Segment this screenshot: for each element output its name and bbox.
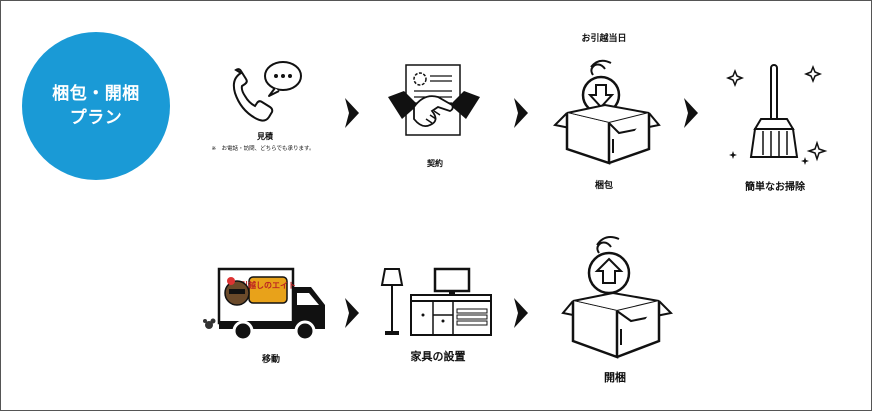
flow-arrow-icon — [514, 98, 528, 128]
cleaning-label: 簡単なお掃除 — [745, 182, 805, 193]
box-down-arrow-icon — [553, 53, 663, 165]
phone-chat-icon — [227, 59, 305, 125]
moving-day-caption: お引越当日 — [581, 34, 627, 44]
truck-sign-text: 引越しのエイト — [240, 280, 296, 290]
unpacking-label: 開梱 — [604, 371, 626, 384]
truck-icon: 引越しのエイト — [201, 267, 329, 343]
transport-label: 移動 — [261, 355, 281, 365]
plan-title-badge: 梱包・開梱 プラン — [22, 32, 170, 180]
plan-title-line2: プラン — [69, 108, 123, 128]
flow-arrow-icon — [345, 98, 359, 128]
estimate-label: 見積 — [257, 132, 273, 141]
box-up-arrow-icon — [561, 229, 673, 361]
packing-label: 梱包 — [594, 181, 614, 191]
broom-icon — [723, 61, 829, 167]
flow-arrow-icon — [684, 98, 698, 128]
furniture-label: 家具の設置 — [410, 350, 466, 363]
furniture-icon — [377, 265, 493, 339]
handshake-icon — [386, 61, 482, 147]
plan-title-line1: 梱包・開梱 — [52, 84, 140, 104]
flow-arrow-icon — [345, 298, 359, 328]
contract-label: 契約 — [427, 159, 443, 168]
flow-arrow-icon — [514, 298, 528, 328]
estimate-note: ※ お電話・訪問、どちらでも承ります。 — [211, 146, 315, 152]
